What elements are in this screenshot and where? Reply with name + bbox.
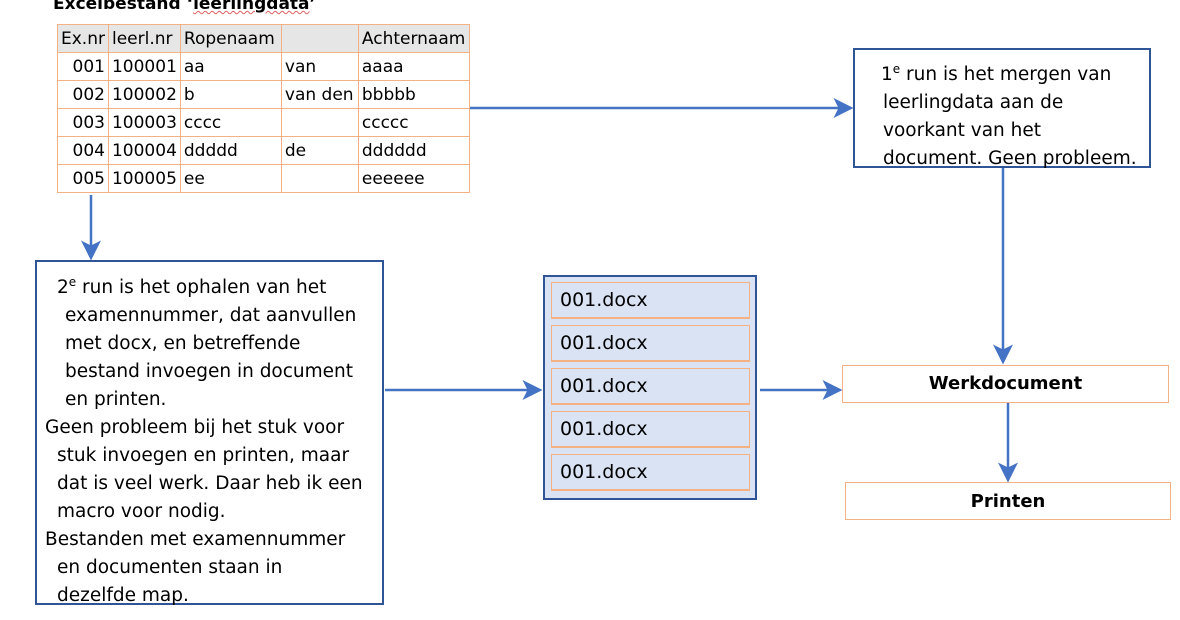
- docx-file-item: 001.docx: [551, 411, 750, 448]
- table-cell: 002: [57, 80, 109, 109]
- header-achternaam: Achternaam: [357, 24, 470, 53]
- diagram-title: Excelbestand ‘leerlingdata’: [53, 0, 316, 14]
- table-cell: cccc: [179, 108, 282, 137]
- table-cell: [280, 108, 359, 137]
- title-filename: leerlingdata: [193, 0, 310, 14]
- box2-line: bestand invoegen in document: [65, 361, 354, 383]
- box2-line: examennummer, dat aanvullen: [65, 305, 357, 327]
- table-cell: van den: [280, 80, 359, 109]
- werkdocument-box: Werkdocument: [842, 365, 1169, 403]
- table-cell: aaaa: [357, 52, 470, 81]
- table-cell: van: [280, 52, 359, 81]
- header-roepnaam: Ropenaam: [179, 24, 282, 53]
- table-cell: dddddd: [357, 136, 470, 165]
- table-cell: 001: [57, 52, 109, 81]
- box1-line: document. Geen probleem.: [883, 148, 1137, 170]
- docx-file-item: 001.docx: [551, 454, 750, 491]
- box1-line: voorkant van het: [883, 120, 1042, 142]
- table-cell: 100001: [107, 52, 181, 81]
- docx-file-item: 001.docx: [551, 282, 750, 319]
- header-exnr: Ex.nr: [57, 24, 109, 53]
- box1-line: 1e run is het mergen van: [881, 62, 1112, 86]
- docx-file-item: 001.docx: [551, 368, 750, 405]
- second-run-box: 2e run is het ophalen van het examennumm…: [35, 260, 384, 606]
- header-tussenvoegsel: [280, 24, 359, 53]
- title-suffix: ’: [309, 0, 316, 14]
- box2-line: met docx, en betreffende: [65, 333, 301, 355]
- table-cell: ccccc: [357, 108, 470, 137]
- title-prefix: Excelbestand ‘: [53, 0, 194, 14]
- table-header-row: Ex.nr leerl.nr Ropenaam Achternaam: [57, 24, 470, 53]
- box1-line: leerlingdata aan de: [883, 92, 1064, 114]
- box2-line: en printen.: [65, 389, 167, 411]
- first-run-box: 1e run is het mergen van leerlingdata aa…: [853, 48, 1151, 169]
- table-cell: eeeeee: [357, 164, 470, 193]
- table-cell: 100005: [107, 164, 181, 193]
- table-cell: 100003: [107, 108, 181, 137]
- docx-file-item: 001.docx: [551, 325, 750, 362]
- docx-files-stack: 001.docx 001.docx 001.docx 001.docx 001.docx: [543, 275, 757, 500]
- box2-line: 2e run is het ophalen van het: [57, 275, 327, 299]
- header-leerlnr: leerl.nr: [107, 24, 181, 53]
- box2-paragraph: Bestanden met examennummer en documenten…: [45, 529, 346, 607]
- printen-box: Printen: [845, 482, 1171, 520]
- table-cell: ddddd: [179, 136, 282, 165]
- table-cell: 005: [57, 164, 109, 193]
- box2-paragraph: Geen probleem bij het stuk voor stuk inv…: [45, 417, 363, 523]
- table-cell: ee: [179, 164, 282, 193]
- table-cell: [280, 164, 359, 193]
